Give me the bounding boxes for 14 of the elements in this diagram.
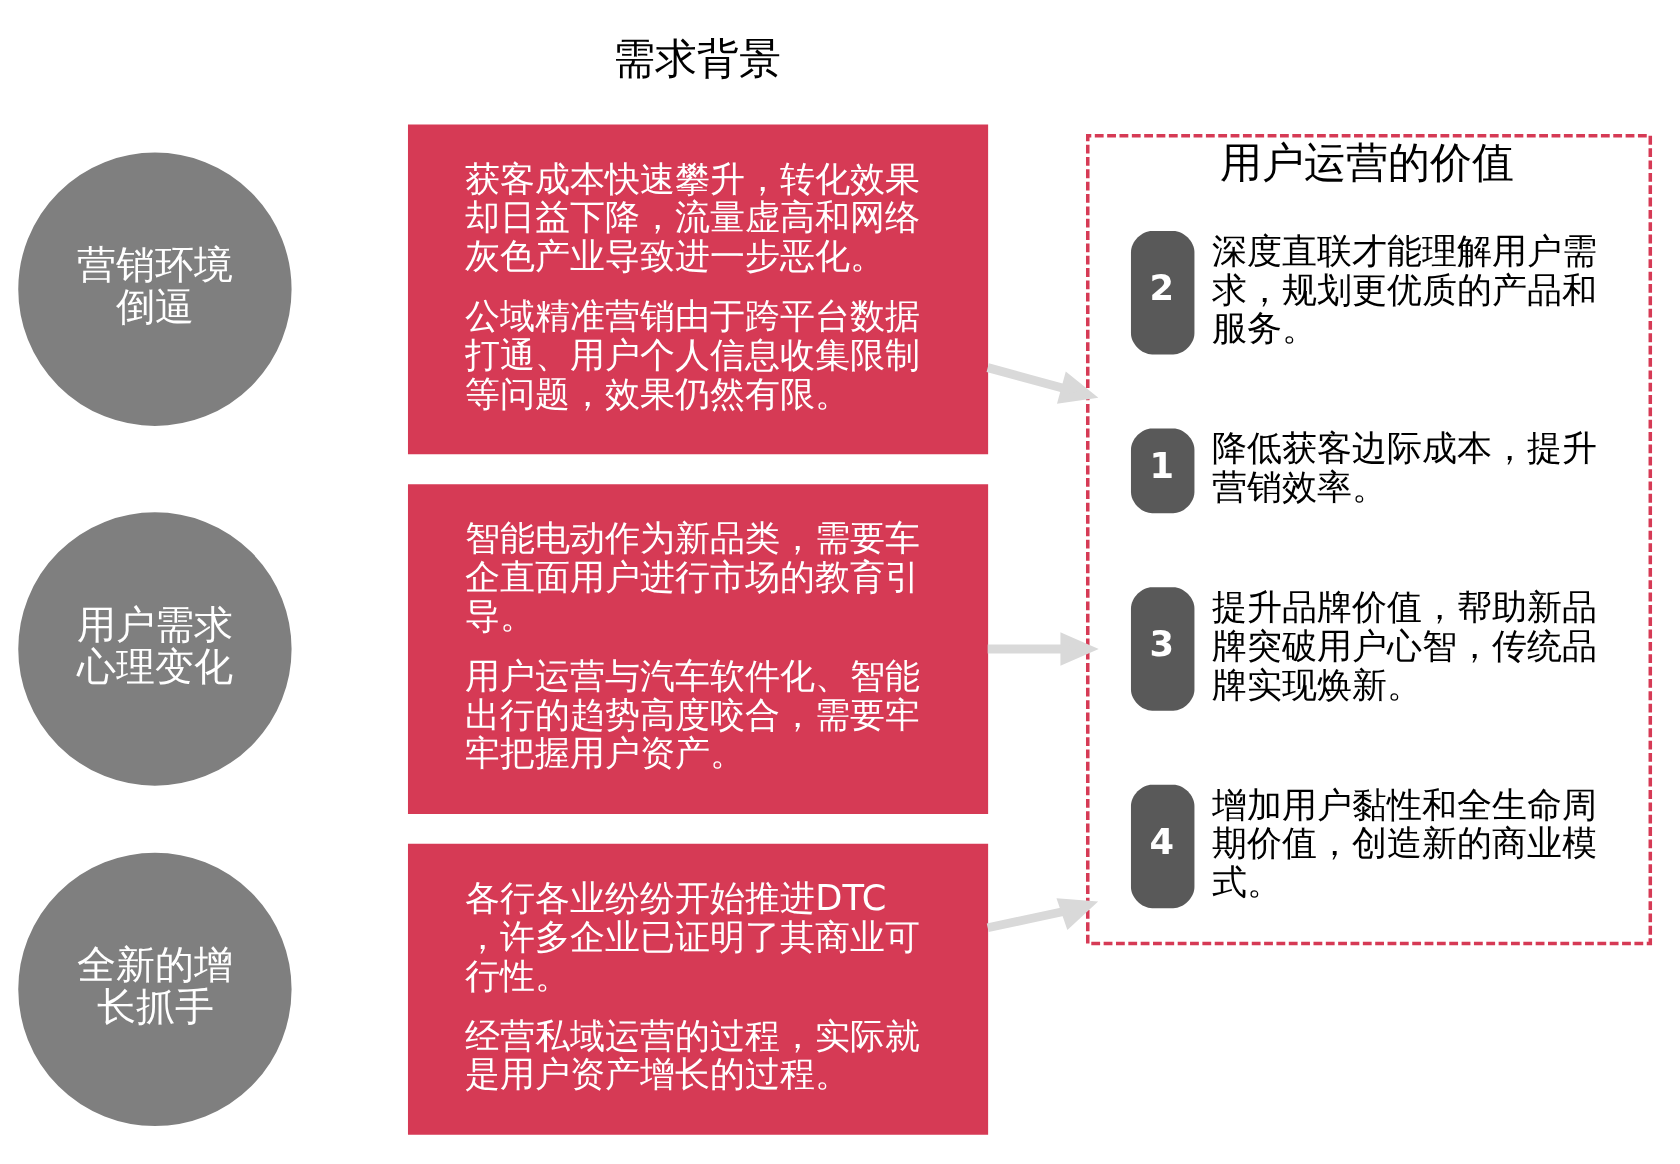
arrow	[987, 632, 1099, 666]
node-label: 降低获客边际成本，提升营销效率。	[1212, 427, 1598, 508]
node-label: 增加用户黏性和全生命周期价值，创造新的商业模式。	[1212, 783, 1598, 903]
node-label: 提升品牌价值，帮助新品牌突破用户心智，传统品牌实现焕新。	[1212, 586, 1598, 705]
node-box: 各行各业纷纷开始推进DTC，许多企业已证明了其商业可行性。 经营私域运营的过程，实际就是用户资产增长的过程。	[407, 843, 989, 1135]
node-box: 1	[1130, 428, 1195, 514]
node-box: 3	[1130, 587, 1195, 711]
node-box: 2	[1130, 231, 1195, 355]
label: 需求背景	[612, 33, 781, 83]
node-box: 获客成本快速攀升，转化效果却日益下降，流量虚高和网络灰色产业导致进一步恶化。 公域精准营销由于跨平台数据打通、用户个人信息收集限制等问题，效果仍然有限。	[407, 124, 989, 455]
node-box: 4	[1130, 784, 1195, 909]
node-label: 深度直联才能理解用户需求，规划更优质的产品和服务。	[1212, 229, 1598, 349]
node-box: 智能电动作为新品类，需要车企直面用户进行市场的教育引导。 用户运营与汽车软件化、智能出行的趋势高度咬合，需要牢牢把握用户资产。	[407, 484, 989, 814]
arrow	[986, 363, 1099, 404]
